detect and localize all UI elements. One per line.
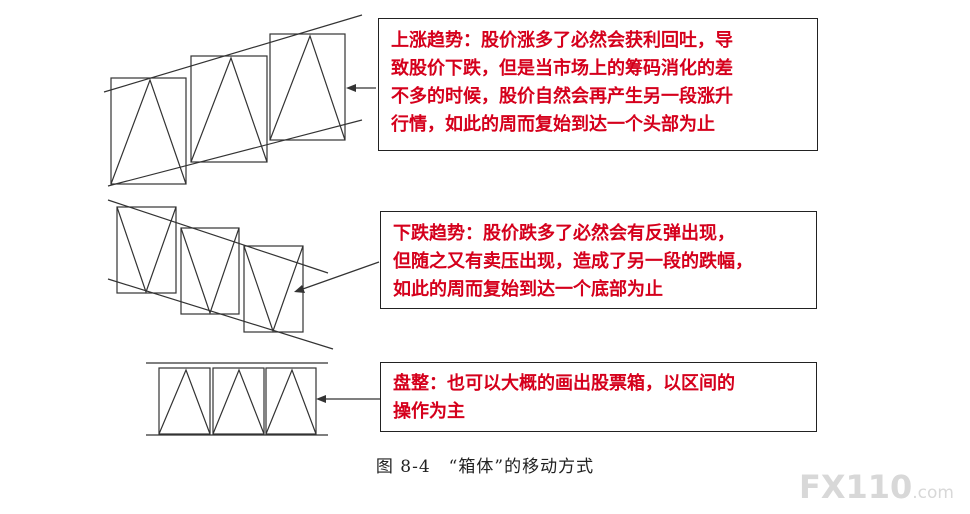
downtrend-zigzag-2 [180,227,240,315]
uptrend-box-3 [269,33,346,141]
downtrend-arrowhead [294,285,305,293]
consolidation-zigzag-2 [212,368,265,435]
consolidation-boxes [146,362,328,436]
uptrend-lower-channel-line [107,119,363,187]
consolidation-callout-text: 盘整：也可以大概的画出股票箱，以区间的 操作为主 [393,373,735,422]
uptrend-callout: 上涨趋势：股价涨多了必然会获利回吐，导 致股价下跌，但是当市场上的筹码消化的差 … [378,18,818,151]
consolidation-box-2 [212,367,265,435]
downtrend-upper-channel-line [107,199,329,274]
consolidation-callout: 盘整：也可以大概的画出股票箱，以区间的 操作为主 [380,362,817,432]
figure-caption: 图 8-4 “箱体”的移动方式 [375,457,595,477]
downtrend-callout: 下跌趋势：股价跌多了必然会有反弹出现， 但随之又有卖压出现，造成了另一段的跌幅，… [380,211,817,309]
uptrend-zigzag-3 [269,34,346,141]
consolidation-box-3 [265,367,317,435]
downtrend-box-1 [116,206,177,294]
uptrend-callout-text: 上涨趋势：股价涨多了必然会获利回吐，导 致股价下跌，但是当市场上的筹码消化的差 … [391,30,733,135]
uptrend-zigzag-1 [110,78,187,185]
uptrend-boxes [103,14,363,187]
downtrend-box-3 [243,245,304,333]
uptrend-box-1 [110,77,187,185]
uptrend-upper-channel-line [103,14,363,93]
downtrend-zigzag-1 [116,206,177,294]
downtrend-callout-text: 下跌趋势：股价跌多了必然会有反弹出现， 但随之又有卖压出现，造成了另一段的跌幅，… [393,223,753,300]
consolidation-box-1 [158,367,211,435]
consolidation-zigzag-3 [265,368,317,435]
uptrend-arrowhead [346,84,356,92]
downtrend-arrow [299,261,380,291]
consolidation-zigzag-1 [158,368,211,435]
watermark-main: FX110 [798,468,913,506]
uptrend-zigzag-2 [190,56,268,163]
watermark-suffix: .com [912,483,954,503]
downtrend-boxes [107,199,334,350]
watermark-logo: FX110.com [799,468,954,506]
consolidation-arrowhead [316,395,326,403]
downtrend-zigzag-3 [243,245,304,333]
uptrend-box-2 [190,55,268,163]
